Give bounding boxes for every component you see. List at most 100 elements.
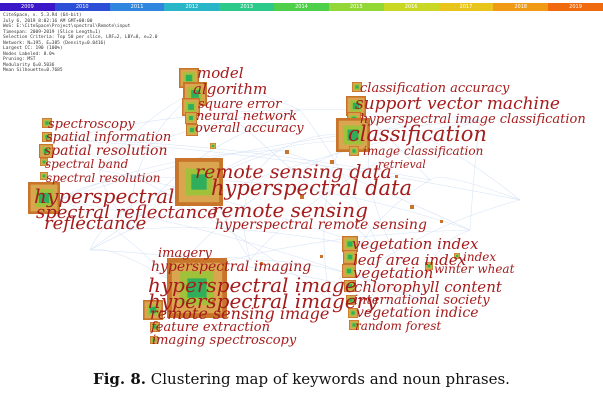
keyword-label: vegetation	[353, 264, 434, 282]
keyword-label: hyperspectral imagery	[148, 289, 378, 313]
year-segment: 2018	[493, 3, 549, 11]
year-segment: 2015	[328, 3, 384, 11]
year-label: 2017	[459, 4, 473, 10]
keyword-label: index	[463, 250, 497, 264]
year-label: 2009	[21, 4, 34, 10]
keyword-node	[300, 195, 304, 199]
keyword-node	[285, 150, 289, 154]
keyword-node	[348, 308, 358, 318]
year-label: 2015	[349, 4, 363, 10]
figure-caption: Fig. 8. Clustering map of keywords and n…	[0, 370, 603, 388]
keyword-label: feature extraction	[151, 320, 270, 335]
year-label: 2014	[295, 4, 308, 10]
keyword-label: retrieval	[378, 158, 426, 171]
keyword-label: reflectance	[44, 213, 147, 234]
keyword-node	[167, 258, 227, 318]
keyword-label: hyperspectral	[34, 184, 175, 208]
keyword-label: remote sensing	[212, 198, 368, 222]
keyword-node	[440, 220, 443, 223]
keyword-node	[260, 262, 263, 265]
keyword-node	[330, 160, 334, 164]
keyword-node	[320, 255, 323, 258]
keyword-label: classification accuracy	[360, 81, 510, 96]
keyword-label: remote sensing image	[150, 304, 330, 323]
keyword-node	[344, 280, 356, 292]
keyword-label: spatial resolution	[44, 143, 168, 159]
keyword-node	[346, 96, 366, 116]
year-segment: 2013	[219, 3, 275, 11]
keyword-node	[39, 144, 53, 158]
keyword-label: hyperspectral data	[211, 176, 413, 200]
keyword-node	[210, 143, 216, 149]
year-segment: 2012	[164, 3, 220, 11]
keyword-label: random forest	[355, 319, 442, 333]
keyword-node	[150, 336, 158, 344]
keyword-node	[40, 158, 48, 166]
year-label: 2013	[240, 4, 254, 10]
year-label: 2019	[569, 4, 582, 10]
keyword-label: remote sensing data	[195, 161, 392, 183]
keyword-label: imagery	[158, 246, 212, 261]
citespace-info-block: CiteSpace, v. 5.3.R4 (64-bit) July 6, 20…	[3, 13, 158, 73]
keyword-node	[349, 146, 359, 156]
caption-label: Fig. 8.	[93, 370, 146, 388]
keyword-label: algorithm	[193, 80, 268, 98]
keyword-node	[175, 158, 223, 206]
keyword-node	[349, 320, 359, 330]
year-segment: 2010	[54, 3, 110, 11]
keyword-node	[42, 118, 52, 128]
keyword-label: overall accuracy	[195, 121, 304, 136]
keyword-label: support vector machine	[355, 94, 560, 114]
keyword-label: spectroscopy	[48, 117, 135, 132]
keyword-label: imaging spectroscopy	[152, 333, 297, 348]
keyword-label: international society	[354, 293, 490, 308]
year-segment: 2011	[109, 3, 165, 11]
keyword-label: hyperspectral image	[148, 273, 357, 297]
year-segment: 2009	[0, 3, 55, 11]
keyword-label: spectral band	[45, 157, 129, 171]
keyword-node	[186, 124, 198, 136]
year-label: 2012	[185, 4, 199, 10]
keyword-node	[40, 172, 48, 180]
keyword-label: winter wheat	[434, 262, 515, 276]
keyword-label: hyperspectral imaging	[151, 259, 312, 275]
keyword-label: leaf area index	[353, 251, 467, 269]
year-label: 2018	[514, 4, 528, 10]
keyword-label: spectral resolution	[46, 171, 161, 185]
caption-text: Clustering map of keywords and noun phra…	[150, 370, 510, 388]
keyword-label: spatial information	[46, 130, 172, 145]
keyword-node	[425, 262, 433, 270]
keyword-label: hyperspectral remote sensing	[215, 217, 427, 233]
year-color-scale: 2009 2010 2011 2012 2013 2014 2015 2016 2017 2018…	[0, 3, 603, 11]
year-segment: 2016	[383, 3, 439, 11]
network-map	[28, 68, 521, 344]
year-segment: 2014	[274, 3, 329, 11]
keyword-label: square error	[198, 97, 282, 112]
year-label: 2011	[130, 4, 144, 10]
keyword-node	[342, 236, 358, 252]
keyword-node	[395, 175, 398, 178]
keyword-node	[150, 322, 160, 332]
keyword-label: chlorophyll content	[354, 278, 502, 296]
keyword-node	[343, 250, 357, 264]
keyword-node	[212, 300, 215, 303]
year-label: 2010	[75, 4, 89, 10]
keyword-node	[42, 132, 52, 142]
keyword-node	[346, 295, 356, 305]
keyword-label: spectral reflectance	[36, 202, 218, 223]
keyword-node	[143, 300, 163, 320]
year-label: 2016	[404, 4, 418, 10]
keyword-node	[182, 98, 200, 116]
keyword-label: image classification	[363, 144, 484, 158]
keyword-node	[352, 82, 362, 92]
keyword-node	[185, 112, 197, 124]
year-segment: 2019	[548, 3, 603, 11]
keyword-label: neural network	[196, 109, 298, 124]
keyword-node	[342, 264, 356, 278]
keyword-label: classification	[348, 122, 487, 146]
keyword-node	[28, 182, 60, 214]
year-segment: 2017	[438, 3, 494, 11]
keyword-node	[454, 253, 460, 259]
keyword-node	[410, 205, 414, 209]
